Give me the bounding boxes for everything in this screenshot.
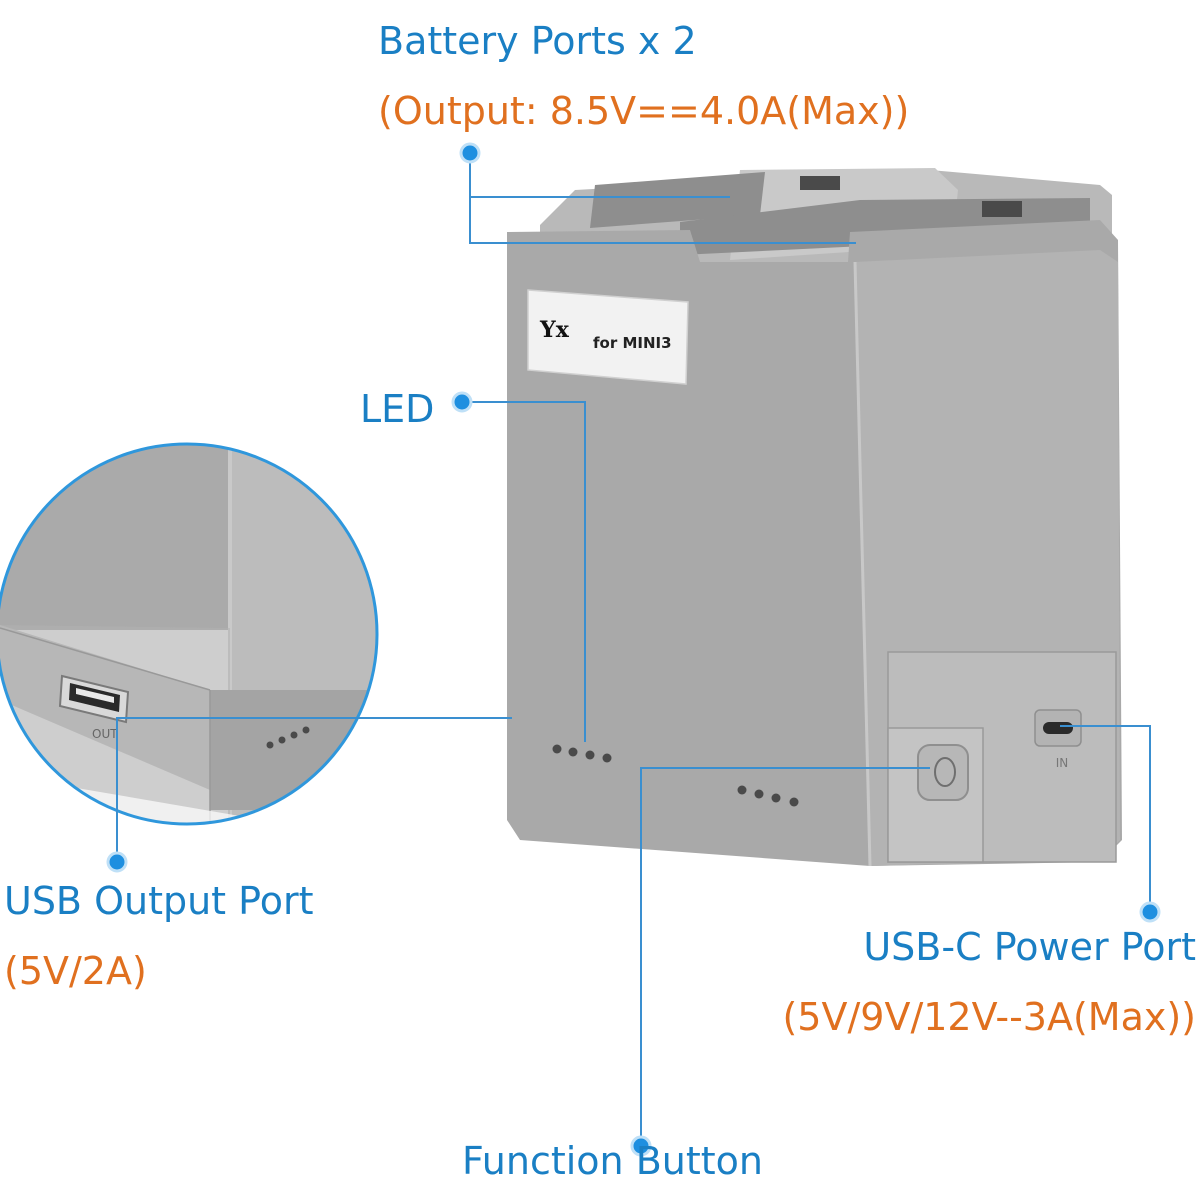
callout-lines <box>116 153 1151 1146</box>
battery-ports-dot <box>459 142 481 164</box>
battery-contact-rear <box>800 176 840 190</box>
brand-sticker: Yx for MINI3 <box>527 289 689 385</box>
battery-contact-front <box>982 201 1022 217</box>
led-indicators <box>552 744 612 763</box>
battery-ports-label: Battery Ports x 2 <box>378 19 697 63</box>
model-label: for MINI3 <box>593 334 672 352</box>
battery-output-spec: (Output: 8.5V==4.0A(Max)) <box>378 89 910 133</box>
battery-slot-rear <box>590 172 765 228</box>
usb-output-spec: (5V/2A) <box>4 949 147 993</box>
usbc-power-spec: (5V/9V/12V--3A(Max)) <box>782 995 1196 1039</box>
usb-output-label: USB Output Port <box>4 879 314 923</box>
led-label: LED <box>360 387 435 431</box>
usb-a-port <box>58 674 130 724</box>
usbc-port: IN <box>1034 709 1082 770</box>
zoom-inset: OUT <box>0 442 379 826</box>
led-dot <box>451 391 473 413</box>
in-label: IN <box>1056 756 1069 770</box>
function-button-dot <box>630 1135 652 1157</box>
usbc-power-dot <box>1139 901 1161 923</box>
function-button <box>917 744 969 801</box>
function-button-label: Function Button <box>462 1139 763 1183</box>
brand-logo: Yx <box>539 317 570 343</box>
out-label: OUT <box>92 727 118 741</box>
usb-output-dot <box>106 851 128 873</box>
charger-body <box>507 168 1122 867</box>
usbc-power-label: USB-C Power Port <box>863 925 1196 969</box>
led-indicators-lower <box>737 785 799 807</box>
callout-dots <box>106 142 1161 1157</box>
